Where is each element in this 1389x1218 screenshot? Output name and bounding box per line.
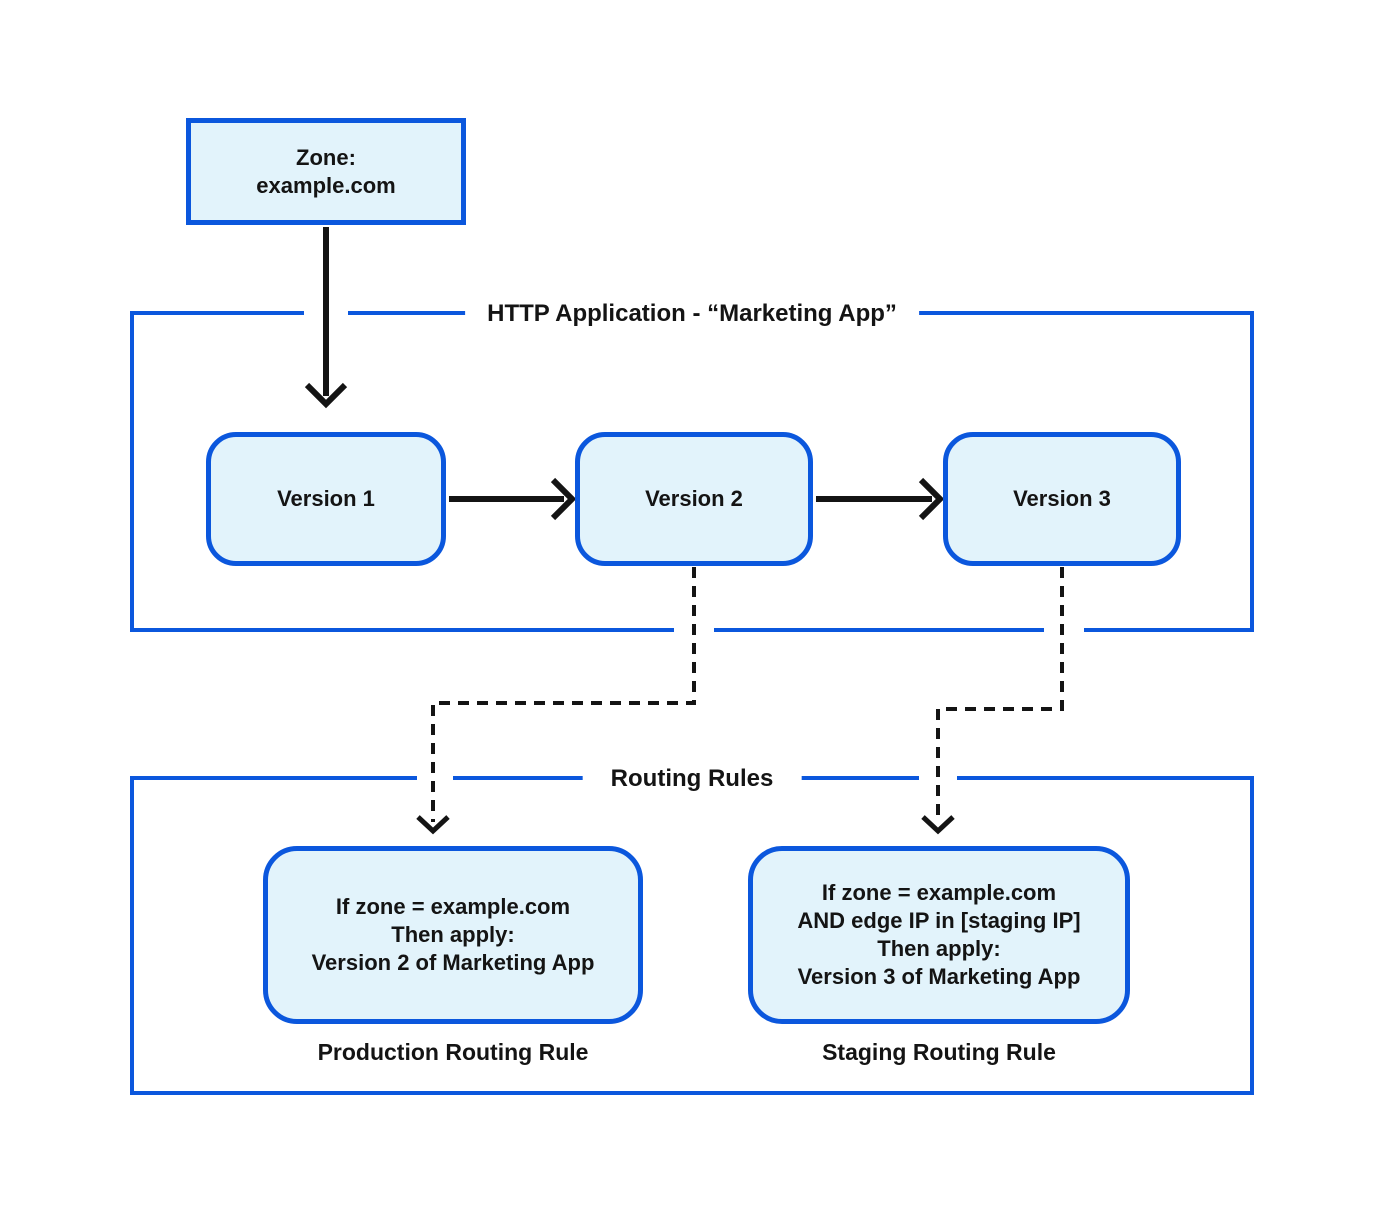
- zone-box-line2: example.com: [256, 172, 396, 198]
- version-2-label: Version 2: [645, 486, 743, 511]
- version-3-box: Version 3: [943, 432, 1181, 566]
- border-gap: [674, 627, 714, 636]
- zone-box-line1: Zone:: [296, 144, 356, 170]
- zone-box: Zone: example.com: [186, 118, 466, 225]
- production-rule-box: If zone = example.com Then apply: Versio…: [263, 846, 643, 1024]
- version-2-box: Version 2: [575, 432, 813, 566]
- staging-rule-line: Then apply:: [877, 936, 1001, 961]
- production-rule-line: If zone = example.com: [335, 894, 571, 919]
- version-3-label: Version 3: [1013, 486, 1111, 511]
- staging-rule-line: AND edge IP in [staging IP]: [797, 908, 1081, 933]
- staging-rule-caption: Staging Routing Rule: [822, 1039, 1056, 1065]
- production-rule-line: Version 2 of Marketing App: [311, 950, 595, 975]
- staging-rule-line: If zone = example.com: [821, 880, 1057, 905]
- routing-rules-title: Routing Rules: [582, 764, 802, 794]
- production-rule-caption: Production Routing Rule: [317, 1039, 589, 1065]
- border-gap: [919, 772, 957, 781]
- border-gap: [304, 308, 348, 317]
- staging-rule-box: If zone = example.com AND edge IP in [st…: [748, 846, 1130, 1024]
- production-rule-line: Then apply:: [391, 922, 515, 947]
- staging-rule-line: Version 3 of Marketing App: [797, 964, 1081, 989]
- border-gap: [417, 772, 453, 781]
- border-gap: [1044, 627, 1084, 636]
- version-1-label: Version 1: [277, 486, 375, 511]
- version-1-box: Version 1: [206, 432, 446, 566]
- http-application-title: HTTP Application - “Marketing App”: [465, 299, 919, 329]
